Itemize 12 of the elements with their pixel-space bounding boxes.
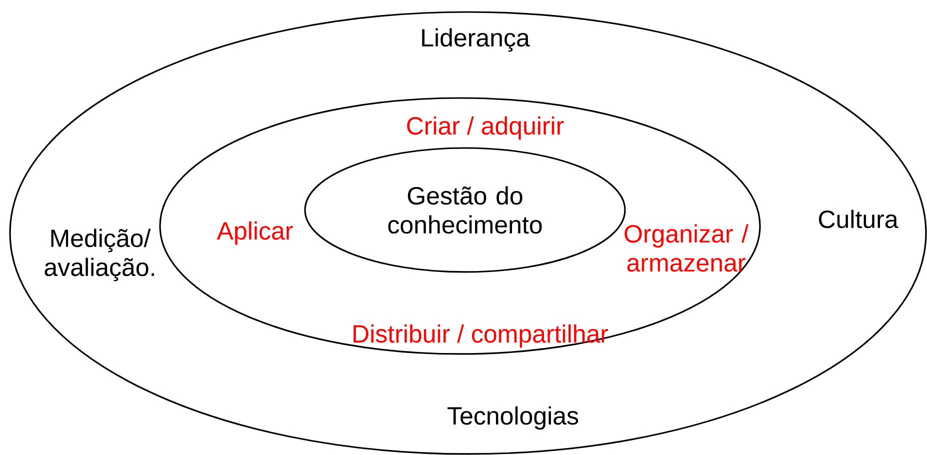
ellipse [159, 97, 761, 355]
label-text: Criar / adquirir [407, 116, 564, 140]
label-text: Aplicar [216, 221, 293, 245]
label-text: Organizar / armazenar [624, 224, 748, 272]
label-text: Cultura [818, 210, 898, 228]
label-text: Tecnologias [448, 406, 578, 430]
label-text: Distribuir / compartilhar [354, 324, 608, 348]
ellipse [9, 11, 927, 455]
ellipse [304, 147, 626, 273]
label-text: Gestão do conhecimento [388, 186, 542, 234]
label-text: Medição/ avaliação. [44, 228, 154, 282]
label-text: Liderança [422, 28, 530, 52]
